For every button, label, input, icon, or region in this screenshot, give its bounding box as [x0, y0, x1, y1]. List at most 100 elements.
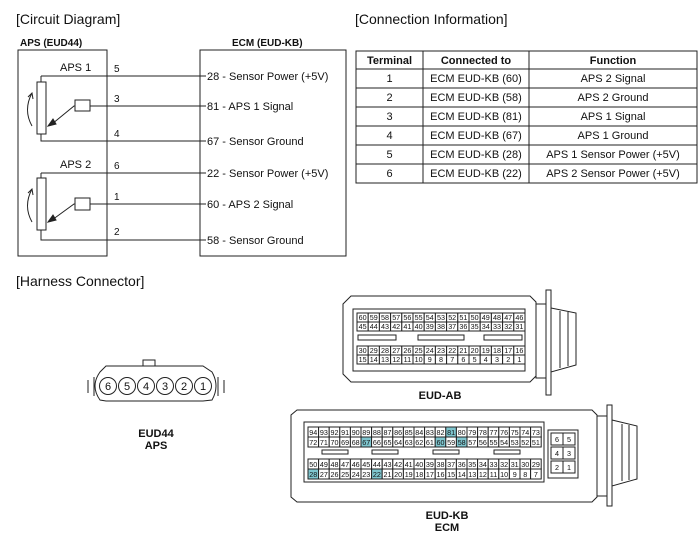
table-cell: APS 1 Sensor Power (+5V): [546, 149, 680, 161]
eudkb-pin-label: 69: [341, 438, 349, 447]
eudkb-pin-label: 36: [458, 460, 466, 469]
eudkb-pin-label: 65: [384, 438, 392, 447]
eudab-pin-label: 33: [493, 322, 501, 331]
eudkb-pin-label: 84: [415, 428, 423, 437]
ecm-terminal-67: 67 - Sensor Ground: [207, 136, 304, 148]
eudab-pin-label: 7: [450, 355, 454, 364]
eudkb-pin-label: 56: [479, 438, 487, 447]
eudab-pin-label: 37: [448, 322, 456, 331]
eudab-pin-label: 18: [493, 346, 501, 355]
eudkb-pin-label: 44: [373, 460, 381, 469]
table-cell: 1: [386, 73, 392, 85]
eudkb-pin-label: 72: [309, 438, 317, 447]
eudab-pin-label: 27: [392, 346, 400, 355]
eud44-pin-4: [137, 377, 155, 395]
eudab-pin-label: 46: [515, 313, 523, 322]
heading-connection-info: [Connection Information]: [355, 11, 508, 27]
eudab-pin-label: 32: [504, 322, 512, 331]
eudab-pin-label: 3: [495, 355, 499, 364]
eudkb-pin-label: 62: [415, 438, 423, 447]
eudkb-pin-label: 73: [532, 428, 540, 437]
aps-module-box: [17, 49, 108, 257]
eudab-pin-label: 43: [381, 322, 389, 331]
eudkb-pin-51: [530, 436, 542, 448]
eudkb-pin-label: 82: [437, 428, 445, 437]
eudab-pin-label: 20: [471, 346, 479, 355]
eudkb-pin-label: 80: [458, 428, 466, 437]
aps-module-label: APS (EUD44): [20, 38, 82, 49]
eud44-pin-3: [156, 377, 174, 395]
eudkb-pin-label: 60: [437, 438, 445, 447]
aps2-label: APS 2: [60, 159, 91, 171]
eudkb-pin-label: 87: [384, 428, 392, 437]
eudkb-pin-label: 52: [521, 438, 529, 447]
eudkb-side-pin-label: 2: [555, 463, 559, 472]
eudkb-pin-label: 10: [500, 470, 508, 479]
eudab-pin-label: 36: [459, 322, 467, 331]
eudkb-pin-label: 89: [362, 428, 370, 437]
eudkb-side-pin-5: [562, 432, 576, 446]
ecm-terminal-60: 60 - APS 2 Signal: [207, 199, 293, 211]
eudab-pin-label: 54: [426, 313, 434, 322]
eudkb-pin-label: 42: [394, 460, 402, 469]
eudkb-pin-label: 57: [468, 438, 476, 447]
eudab-pin-label: 55: [415, 313, 423, 322]
eudkb-pin-label: 28: [309, 470, 317, 479]
eudab-pin-label: 58: [381, 313, 389, 322]
eudkb-pin-label: 88: [373, 428, 381, 437]
table-cell: ECM EUD-KB (67): [430, 130, 522, 142]
eud44-pin-label: 3: [162, 381, 168, 393]
eudkb-pin-label: 76: [500, 428, 508, 437]
eudab-pin-label: 41: [403, 322, 411, 331]
eud44-pin-label: 5: [124, 381, 130, 393]
aps1-sensor: APS 1 5 3 4: [27, 62, 200, 142]
eud44-aps-label: APS: [145, 440, 168, 452]
eudkb-pin-7: [530, 468, 542, 480]
table-header: Terminal: [367, 55, 412, 67]
eudkb-side-pin-label: 1: [567, 463, 571, 472]
table-cell: 2: [386, 92, 392, 104]
eudkb-pin-label: 8: [523, 470, 527, 479]
aps1-signal-block: [74, 99, 91, 112]
eudkb-ecm-label: ECM: [435, 522, 459, 534]
eudkb-pin-label: 30: [521, 460, 529, 469]
eudkb-pin-label: 51: [532, 438, 540, 447]
eudkb-pin-label: 67: [362, 438, 370, 447]
eudab-pin-label: 47: [504, 313, 512, 322]
ecm-terminal-list: 28 - Sensor Power (+5V)81 - APS 1 Signal…: [200, 71, 328, 247]
table-cell: ECM EUD-KB (58): [430, 92, 522, 104]
aps1-travel-arrow: [27, 92, 33, 127]
eudab-pin-label: 15: [359, 355, 367, 364]
eudkb-pin-label: 49: [320, 460, 328, 469]
eudab-pin-label: 39: [426, 322, 434, 331]
eudkb-pin-label: 92: [331, 428, 339, 437]
ecm-module-box: [199, 49, 347, 257]
table-cell: APS 1 Signal: [581, 111, 646, 123]
eudkb-pin-label: 17: [426, 470, 434, 479]
eudkb-pin-label: 31: [511, 460, 519, 469]
table-cell: APS 2 Signal: [581, 73, 646, 85]
eud44-pin-5: [118, 377, 136, 395]
eudab-pin-label: 29: [370, 346, 378, 355]
eudab-pin-label: 44: [370, 322, 378, 331]
eud44-pin-label: 4: [143, 381, 149, 393]
eudkb-pin-label: 7: [534, 470, 538, 479]
eudkb-pin-label: 93: [320, 428, 328, 437]
eudkb-pin-label: 27: [320, 470, 328, 479]
ecm-terminal-58: 58 - Sensor Ground: [207, 235, 304, 247]
eudkb-pin-label: 81: [447, 428, 455, 437]
eudkb-pin-label: 79: [468, 428, 476, 437]
eudkb-pin-label: 68: [352, 438, 360, 447]
eudab-pin-label: 26: [403, 346, 411, 355]
eudkb-pin-label: 66: [373, 438, 381, 447]
eudab-pin-label: 31: [515, 322, 523, 331]
eudkb-pin-label: 74: [521, 428, 529, 437]
eudab-pin-label: 11: [404, 355, 411, 364]
eudab-pin-label: 1: [517, 355, 521, 364]
table-cell: 3: [386, 111, 392, 123]
eudab-pin-label: 35: [471, 322, 479, 331]
eudab-pin-31: [513, 321, 526, 332]
table-cell: 6: [386, 168, 392, 180]
